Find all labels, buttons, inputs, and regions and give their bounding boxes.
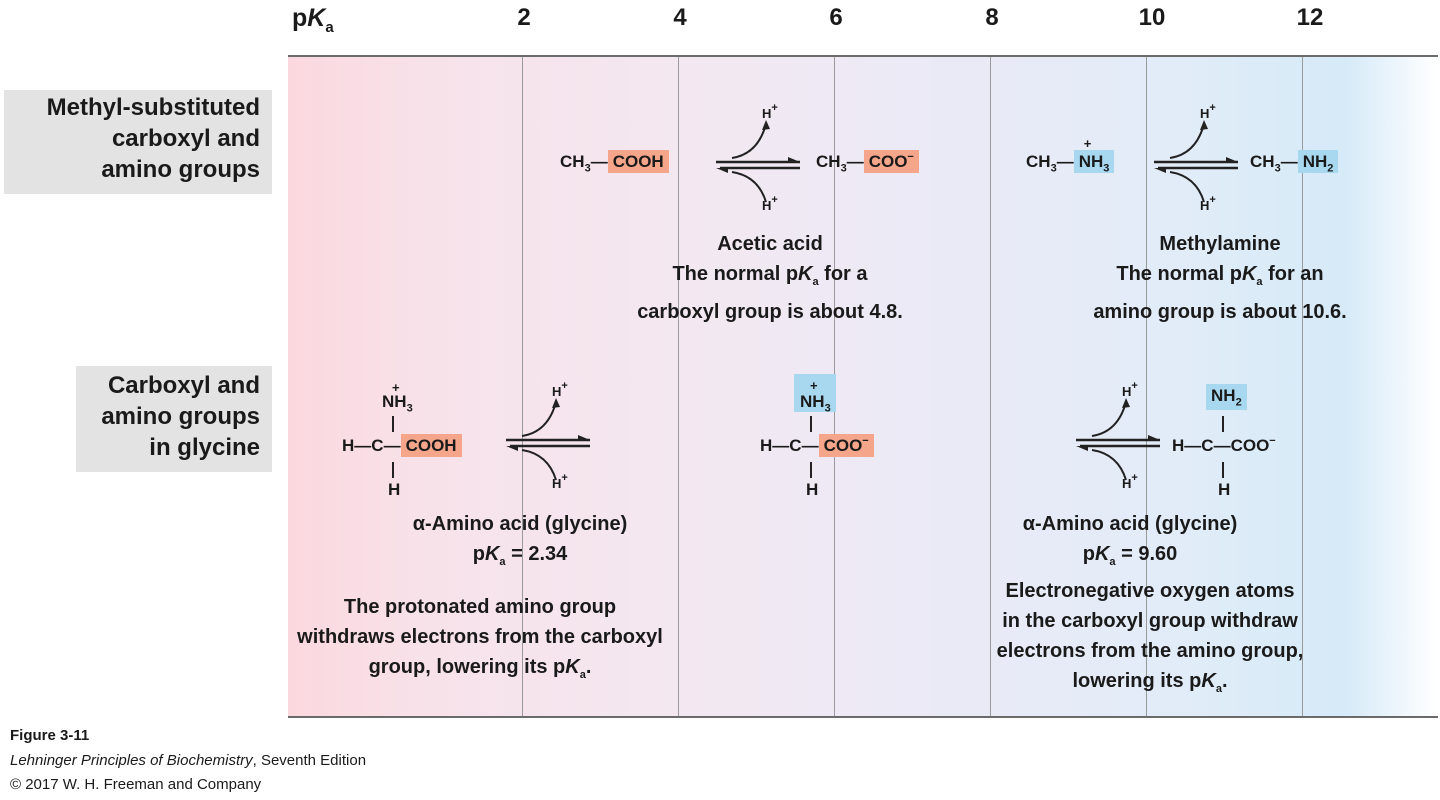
acetic-acid-structure: CH3—COOH	[560, 150, 669, 174]
tick-label-10: 10	[1138, 4, 1166, 31]
methylamine-structure: CH3—NH2	[1250, 150, 1339, 174]
acetate-structure: CH3—COO−	[816, 150, 919, 174]
tick-label-12: 12	[1296, 4, 1324, 31]
gridline-pka-4	[678, 56, 679, 716]
tick-label-2: 2	[517, 4, 531, 31]
glycine-anion-structure: NH2 H—C—COO− H	[1172, 384, 1276, 499]
bottom-axis-line	[288, 716, 1438, 718]
copyright: © 2017 W. H. Freeman and Company	[10, 776, 262, 793]
top-axis-line	[288, 55, 1438, 57]
tick-label-8: 8	[985, 4, 999, 31]
glycine-right-note: Electronegative oxygen atoms in the carb…	[996, 580, 1304, 695]
pka-axis-title: pKa	[292, 4, 334, 36]
glycine-left-hplus-top: H+	[552, 380, 568, 399]
acetic-equilibrium-arrows	[716, 120, 800, 203]
glycine-cation-structure: + NH3 H—C—COOH H	[342, 380, 602, 500]
glycine-left-hplus-bottom: H+	[552, 472, 568, 491]
glycine-left-arrows	[506, 398, 590, 481]
tick-label-6: 6	[829, 4, 843, 31]
methylamine-hplus-top: H+	[1200, 102, 1216, 121]
figure-number: Figure 3-11	[10, 727, 90, 744]
row-label-glycine: Carboxyl and amino groups in glycine	[76, 366, 272, 472]
methylamine-equilibrium-arrows	[1154, 120, 1238, 203]
acetic-hplus-top: H+	[762, 102, 778, 121]
glycine-right-hplus-top: H+	[1122, 380, 1138, 399]
gridline-pka-8	[990, 56, 991, 716]
row-label-methyl: Methyl-substituted carboxyl and amino gr…	[4, 90, 272, 194]
glycine-right-caption: α-Amino acid (glycine) pKa = 9.60	[1022, 513, 1238, 568]
acetic-acid-caption: Acetic acid The normal pKa for a carboxy…	[637, 233, 903, 323]
gridline-pka-10	[1146, 56, 1147, 716]
methylamine-caption: Methylamine The normal pKa for an amino …	[1093, 233, 1347, 323]
glycine-left-caption: α-Amino acid (glycine) pKa = 2.34	[412, 513, 628, 568]
glycine-right-hplus-bottom: H+	[1122, 472, 1138, 491]
methylamine-hplus-bottom: H+	[1200, 194, 1216, 213]
glycine-left-note: The protonated amino group withdraws ele…	[297, 596, 663, 681]
gridline-pka-2	[522, 56, 523, 716]
glycine-zwitterion-structure: + NH3 H—C—COO− H	[760, 374, 940, 500]
acetic-hplus-bottom: H+	[762, 194, 778, 213]
methylammonium-structure: CH3—+NH3	[1026, 136, 1115, 174]
book-title: Lehninger Principles of Biochemistry, Se…	[10, 752, 367, 769]
glycine-right-arrows	[1076, 398, 1160, 481]
gridline-pka-12	[1302, 56, 1303, 716]
tick-label-4: 4	[673, 4, 687, 31]
